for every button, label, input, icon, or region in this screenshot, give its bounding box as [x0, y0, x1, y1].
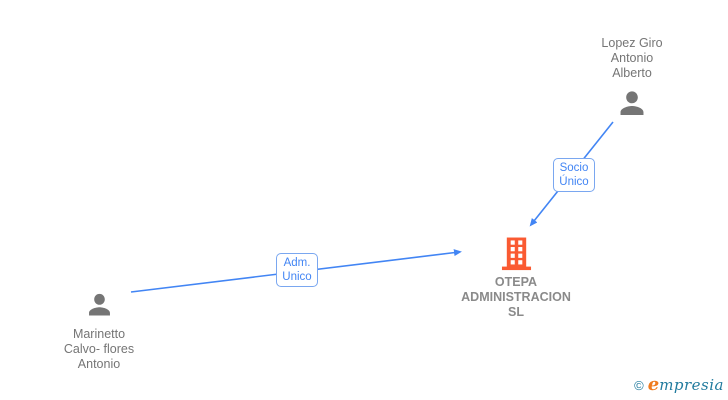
person-icon — [615, 86, 649, 120]
empresia-logo[interactable]: © e mpresia — [634, 374, 724, 395]
brand-initial: e — [647, 374, 660, 395]
company-node-otepa[interactable]: OTEPA ADMINISTRACION SL — [440, 237, 592, 320]
person-node-lopez-giro[interactable]: Lopez Giro Antonio Alberto — [571, 36, 693, 120]
brand-name: mpresia — [659, 376, 724, 394]
copyright-icon: © — [634, 378, 644, 393]
company-name: OTEPA ADMINISTRACION SL — [461, 275, 571, 319]
edge-label-socio-unico: Socio Único — [553, 158, 595, 192]
edge-label-adm-unico: Adm. Unico — [276, 253, 318, 287]
person-name: Marinetto Calvo- flores Antonio — [63, 327, 135, 371]
building-icon — [501, 237, 532, 271]
person-node-marinetto[interactable]: Marinetto Calvo- flores Antonio — [38, 289, 160, 372]
person-name: Lopez Giro Antonio Alberto — [601, 36, 663, 80]
person-icon — [84, 289, 115, 320]
